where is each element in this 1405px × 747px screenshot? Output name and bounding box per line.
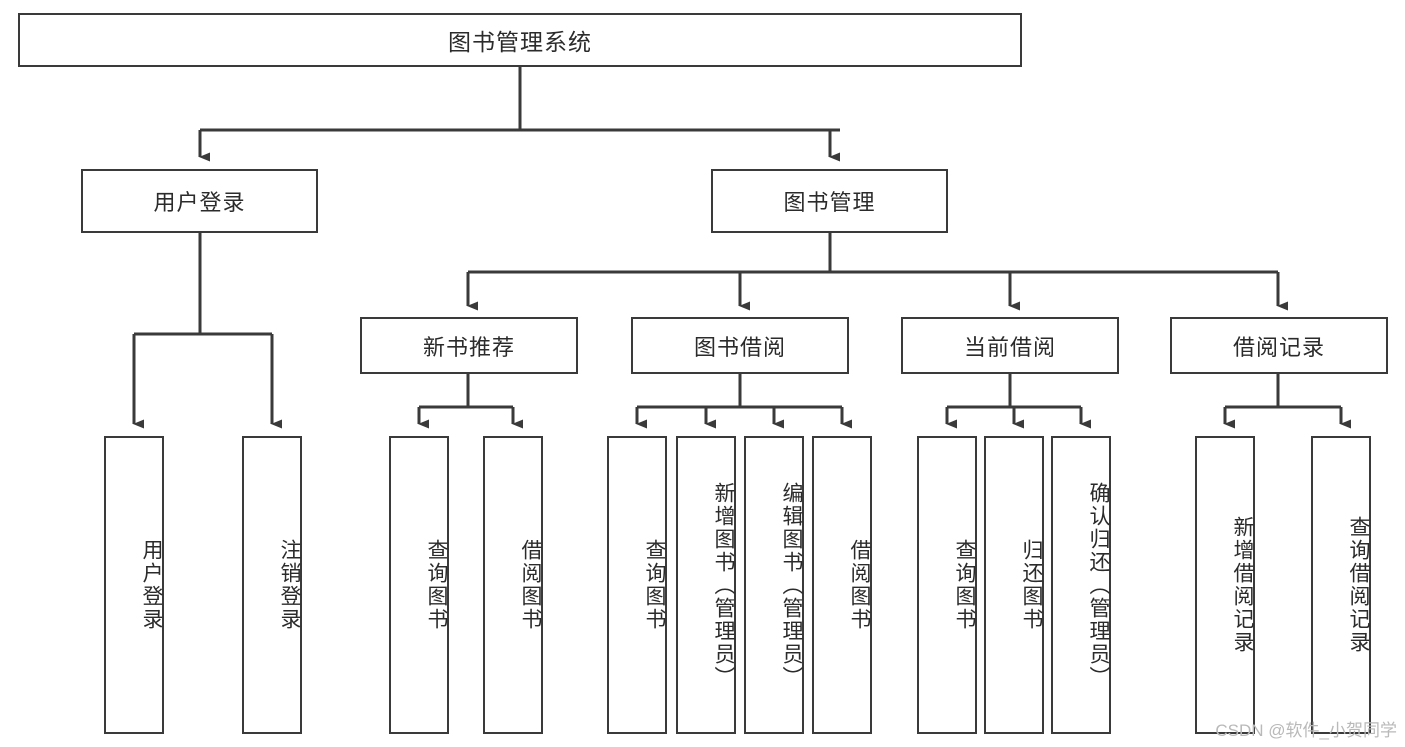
- leaf-query-book-3-label: 查询图书: [953, 539, 976, 631]
- node-book-manage-label: 图书管理: [783, 190, 876, 215]
- node-book-borrow[interactable]: 图书借阅: [631, 317, 849, 374]
- leaf-user-login-label: 用户登录: [140, 539, 163, 631]
- leaf-query-book-3[interactable]: 查询图书: [917, 436, 977, 734]
- leaf-query-book-2[interactable]: 查询图书: [607, 436, 667, 734]
- leaf-return-book[interactable]: 归还图书: [984, 436, 1044, 734]
- leaf-borrow-book-2-label: 借阅图书: [848, 539, 871, 631]
- leaf-user-login[interactable]: 用户登录: [104, 436, 164, 734]
- leaf-confirm-return[interactable]: 确认归还（管理员）: [1051, 436, 1111, 734]
- leaf-query-record[interactable]: 查询借阅记录: [1311, 436, 1371, 734]
- leaf-query-record-label: 查询借阅记录: [1347, 516, 1370, 654]
- node-current-borrow-label: 当前借阅: [963, 334, 1056, 360]
- leaf-query-book-2-label: 查询图书: [643, 539, 666, 631]
- leaf-borrow-book-1-label: 借阅图书: [519, 539, 542, 631]
- leaf-logout[interactable]: 注销登录: [242, 436, 302, 734]
- leaf-borrow-book-2[interactable]: 借阅图书: [812, 436, 872, 734]
- node-user-login-label: 用户登录: [153, 190, 246, 215]
- leaf-query-book-1[interactable]: 查询图书: [389, 436, 449, 734]
- node-new-book-recommendation[interactable]: 新书推荐: [360, 317, 578, 374]
- leaf-logout-label: 注销登录: [278, 539, 301, 631]
- leaf-add-book[interactable]: 新增图书（管理员）: [676, 436, 736, 734]
- leaf-edit-book-label: 编辑图书（管理员）: [780, 481, 803, 689]
- node-borrow-record[interactable]: 借阅记录: [1170, 317, 1388, 374]
- leaf-edit-book[interactable]: 编辑图书（管理员）: [744, 436, 804, 734]
- leaf-add-record[interactable]: 新增借阅记录: [1195, 436, 1255, 734]
- node-book-manage[interactable]: 图书管理: [711, 169, 948, 233]
- node-root[interactable]: 图书管理系统: [18, 13, 1022, 67]
- leaf-borrow-book-1[interactable]: 借阅图书: [483, 436, 543, 734]
- node-user-login[interactable]: 用户登录: [81, 169, 318, 233]
- leaf-add-record-label: 新增借阅记录: [1231, 516, 1254, 654]
- node-current-borrow[interactable]: 当前借阅: [901, 317, 1119, 374]
- leaf-query-book-1-label: 查询图书: [425, 539, 448, 631]
- leaf-confirm-return-label: 确认归还（管理员）: [1087, 481, 1110, 689]
- node-book-borrow-label: 图书借阅: [693, 334, 786, 360]
- watermark: CSDN @软件_小贺同学: [1215, 721, 1397, 740]
- leaf-add-book-label: 新增图书（管理员）: [712, 481, 735, 689]
- node-borrow-record-label: 借阅记录: [1232, 334, 1325, 360]
- node-new-book-recommendation-label: 新书推荐: [422, 334, 515, 360]
- node-root-label: 图书管理系统: [448, 29, 592, 55]
- leaf-return-book-label: 归还图书: [1020, 539, 1043, 631]
